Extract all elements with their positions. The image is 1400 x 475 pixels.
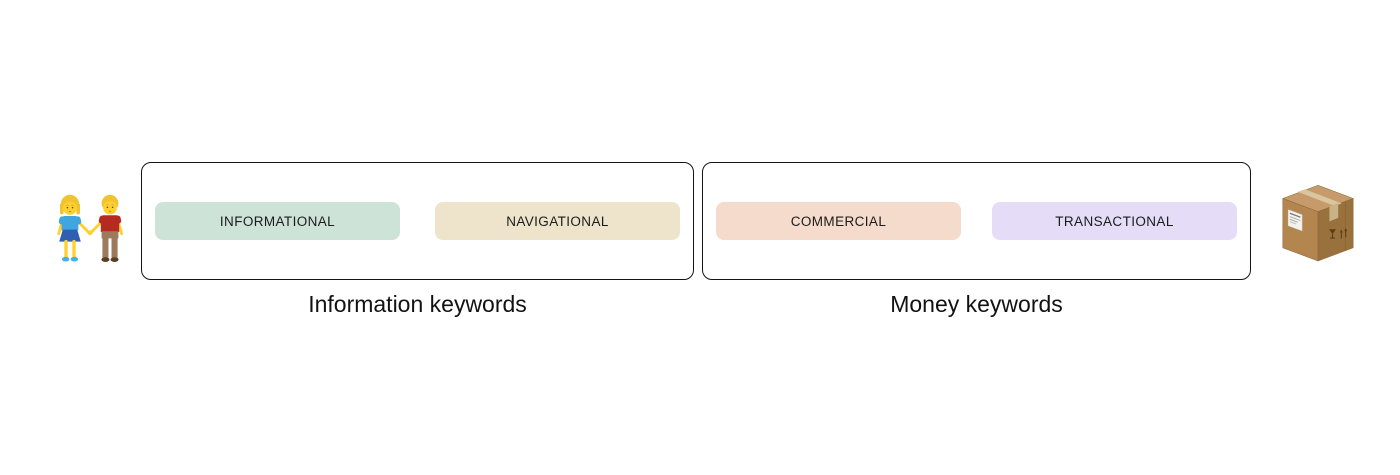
package-icon	[1282, 184, 1354, 262]
money-keywords-caption: Money keywords	[890, 291, 1063, 317]
information-keywords-group: INFORMATIONAL NAVIGATIONAL Information k…	[141, 162, 694, 317]
pill-commercial: COMMERCIAL	[716, 202, 961, 240]
information-keywords-box: INFORMATIONAL NAVIGATIONAL	[141, 162, 694, 280]
money-keywords-box: COMMERCIAL TRANSACTIONAL	[702, 162, 1251, 280]
pill-informational: INFORMATIONAL	[155, 202, 400, 240]
pill-navigational: NAVIGATIONAL	[435, 202, 680, 240]
money-keywords-group: COMMERCIAL TRANSACTIONAL Money keywords	[702, 162, 1251, 317]
couple-holding-hands-icon	[57, 194, 124, 262]
information-keywords-caption: Information keywords	[308, 291, 527, 317]
pill-transactional: TRANSACTIONAL	[992, 202, 1237, 240]
